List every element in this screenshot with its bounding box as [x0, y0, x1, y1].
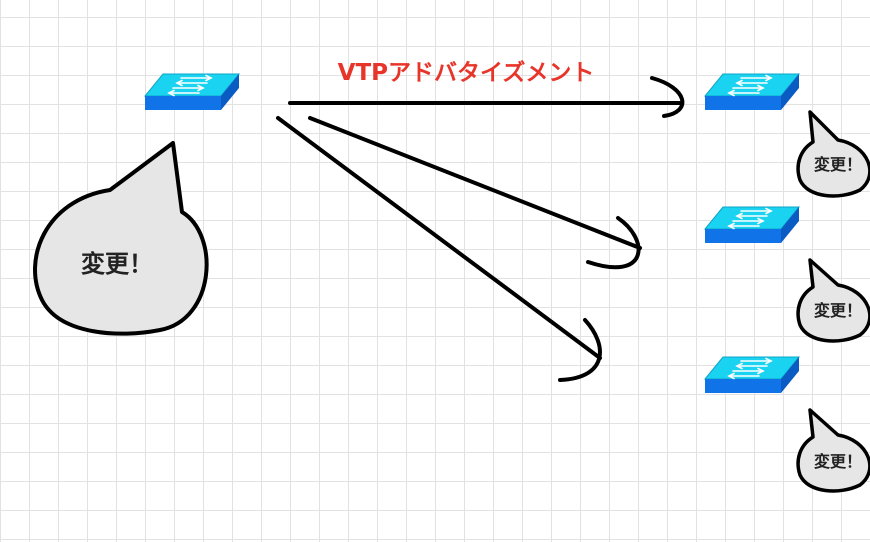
target-switch-3-icon	[704, 356, 800, 394]
target-switch-2-icon	[704, 206, 800, 244]
target-bubble-2-text: 変更！	[814, 301, 862, 320]
source-speech-bubble: 変更！	[33, 141, 209, 336]
target-speech-bubble-1: 変更！	[796, 110, 870, 198]
target-switch-1-icon	[704, 73, 800, 111]
target-speech-bubble-2: 変更！	[796, 258, 870, 343]
target-bubble-3-text: 変更！	[814, 452, 862, 471]
arrow-to-switch-3	[276, 116, 602, 382]
source-bubble-text: 変更！	[81, 250, 153, 278]
diagram-title: VTPアドバタイズメント	[338, 59, 595, 86]
advertisement-arrows	[276, 76, 685, 382]
source-switch-icon	[144, 73, 240, 111]
target-speech-bubble-3: 変更！	[796, 408, 870, 493]
arrow-to-switch-2	[308, 116, 642, 270]
target-bubble-1-text: 変更！	[814, 155, 862, 174]
arrow-to-switch-1	[288, 76, 685, 118]
